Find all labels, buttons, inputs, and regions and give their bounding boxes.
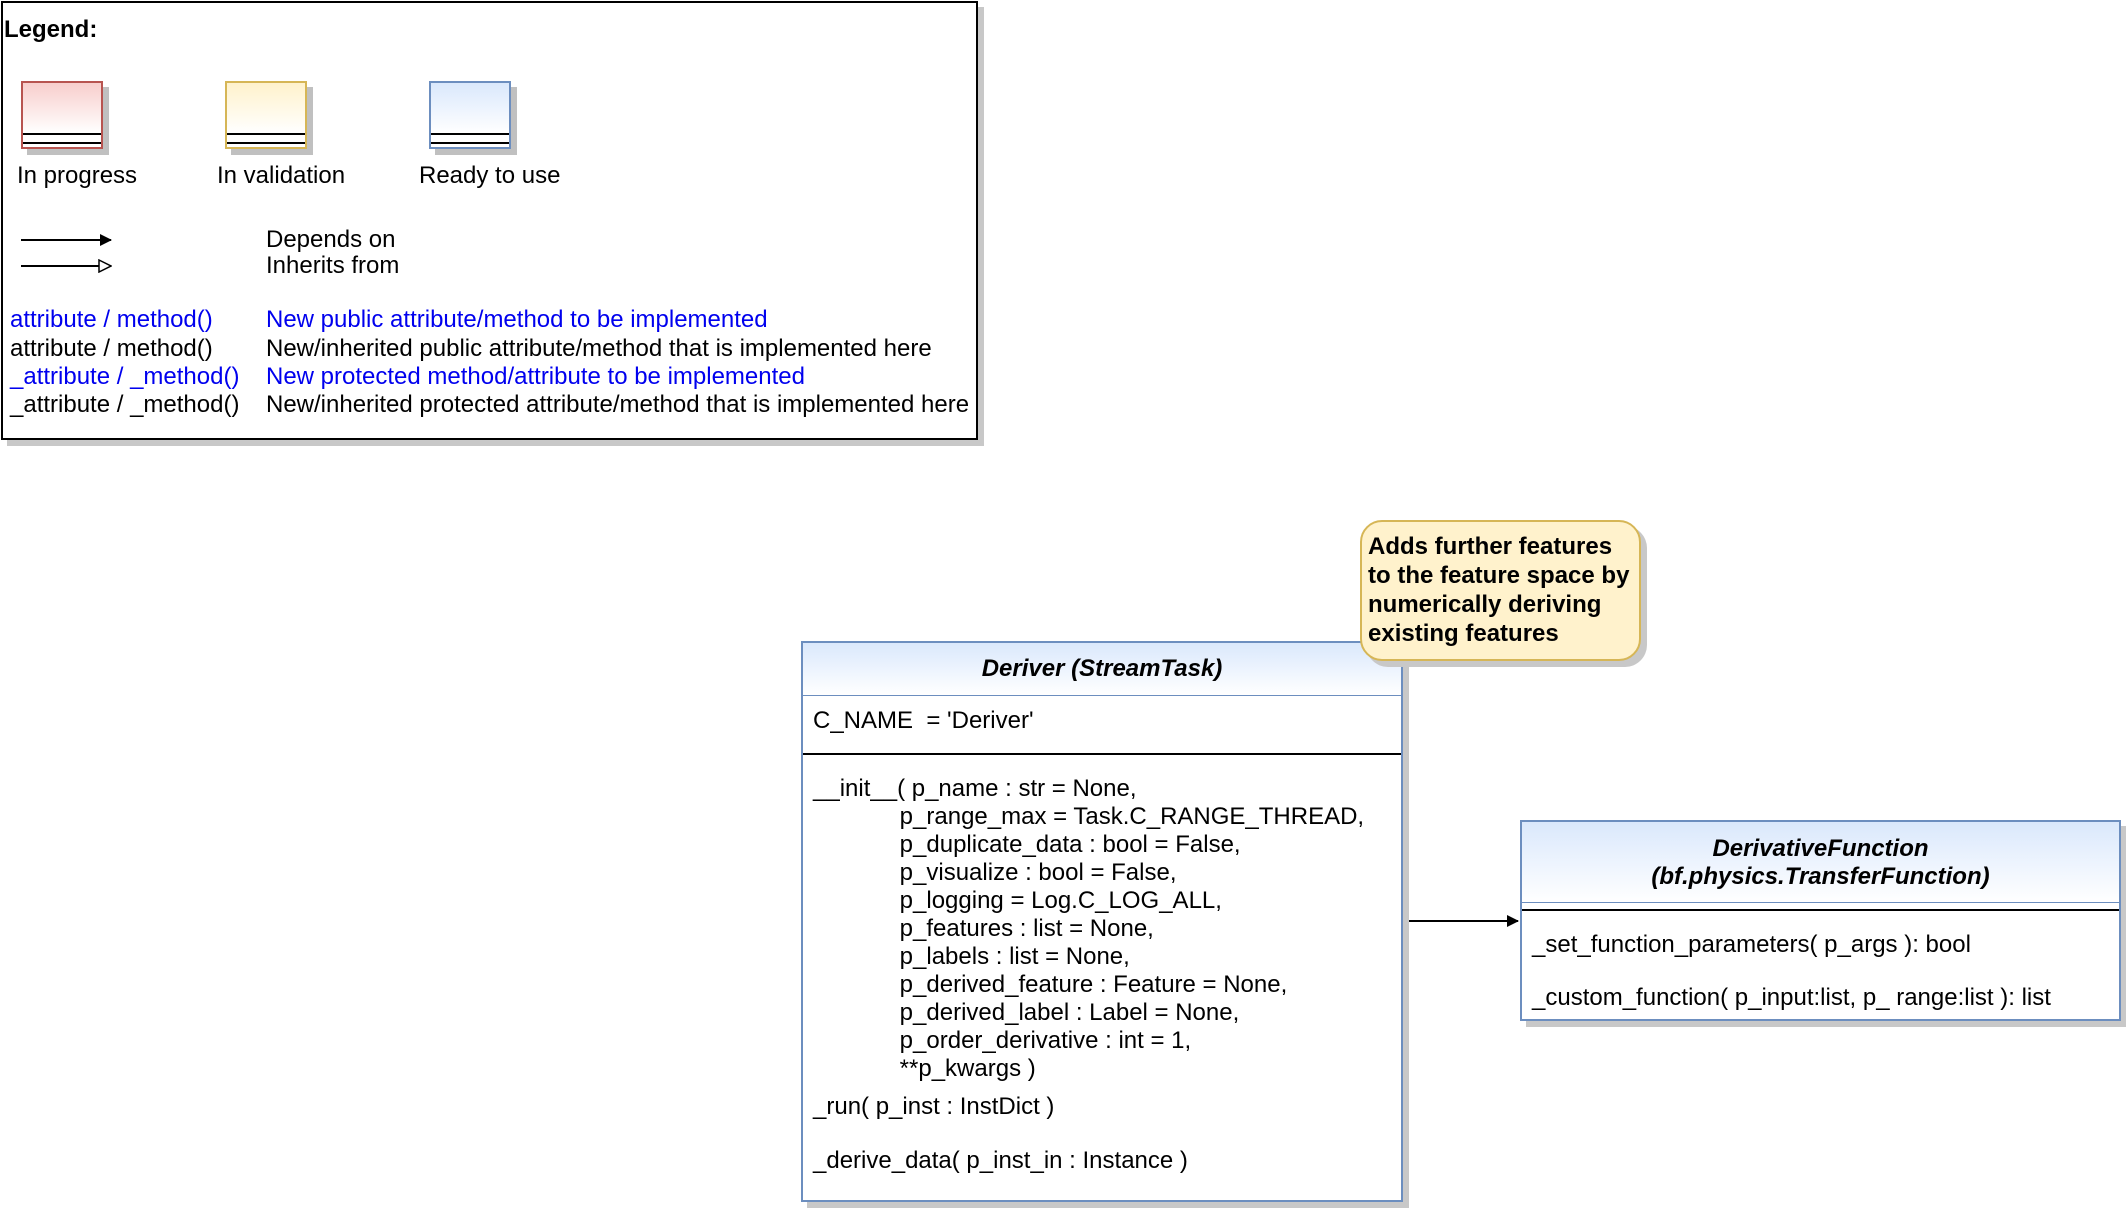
- convention-sample-2: attribute / method(): [10, 335, 213, 362]
- convention-sample-1: attribute / method(): [10, 306, 213, 333]
- inherits-from-label: Inherits from: [266, 252, 400, 279]
- convention-sample-3: _attribute / _method(): [10, 363, 240, 390]
- in-validation-label: In validation: [217, 162, 346, 189]
- deriver-class-title: Deriver (StreamTask): [803, 643, 1401, 695]
- derivative-function-method-set-parameters: _set_function_parameters( p_args ): bool: [1532, 931, 1971, 958]
- deriver-method-run: _run( p_inst : InstDict ): [813, 1093, 1055, 1120]
- legend-panel: [1, 1, 978, 440]
- derivative-function-class-title: DerivativeFunction (bf.physics.TransferF…: [1522, 822, 2119, 902]
- convention-meaning-3: New protected method/attribute to be imp…: [266, 363, 805, 390]
- derivative-function-title-line2: (bf.physics.TransferFunction): [1651, 863, 1990, 890]
- ready-to-use-label: Ready to use: [419, 162, 561, 189]
- derivative-function-title-line1: DerivativeFunction: [1712, 835, 1929, 862]
- deriver-method-derive-data: _derive_data( p_inst_in : Instance ): [813, 1147, 1188, 1174]
- convention-meaning-2: New/inherited public attribute/method th…: [266, 335, 932, 362]
- convention-sample-4: _attribute / _method(): [10, 391, 240, 418]
- in-progress-swatch: [21, 81, 103, 149]
- deriver-attribute-c-name: C_NAME = 'Deriver': [813, 707, 1034, 734]
- deriver-class-box[interactable]: Deriver (StreamTask) C_NAME = 'Deriver' …: [801, 641, 1403, 1202]
- ready-to-use-swatch: [429, 81, 511, 149]
- depends-on-label: Depends on: [266, 226, 396, 253]
- convention-meaning-4: New/inherited protected attribute/method…: [266, 391, 970, 418]
- deriver-method-init: __init__( p_name : str = None, p_range_m…: [813, 775, 1365, 1082]
- in-validation-swatch: [225, 81, 307, 149]
- legend-title: Legend:: [4, 16, 98, 43]
- deriver-description-note: Adds further features to the feature spa…: [1360, 520, 1641, 661]
- derivative-function-method-custom-function: _custom_function( p_input:list, p_ range…: [1532, 984, 2051, 1011]
- convention-meaning-1: New public attribute/method to be implem…: [266, 306, 768, 333]
- in-progress-label: In progress: [17, 162, 138, 189]
- derivative-function-class-box[interactable]: DerivativeFunction (bf.physics.TransferF…: [1520, 820, 2121, 1021]
- note-text: Adds further features to the feature spa…: [1368, 533, 1630, 647]
